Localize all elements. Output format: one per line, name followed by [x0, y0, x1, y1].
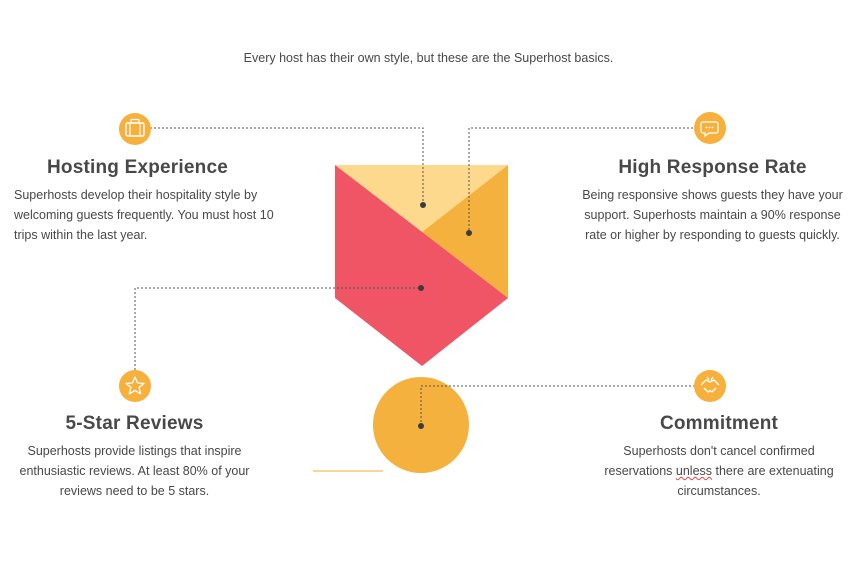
spellcheck-marked-word: unless	[675, 464, 713, 478]
feature-description: Superhosts develop their hospitality sty…	[14, 188, 274, 242]
feature-high-response-rate: High Response Rate Being responsive show…	[575, 157, 850, 245]
suitcase-icon	[119, 113, 151, 145]
feature-5-star-reviews: 5-Star Reviews Superhosts provide listin…	[12, 413, 257, 501]
ribbon-orange-segment	[422, 165, 508, 298]
description-part: there are extenuating circumstances.	[677, 464, 834, 498]
star-icon	[119, 370, 151, 402]
feature-commitment: Commitment Superhosts don't cancel confi…	[588, 413, 850, 501]
feature-description: Superhosts don't cancel confirmed reserv…	[588, 441, 850, 501]
connector-response	[468, 127, 697, 233]
ribbon-coral-segment	[335, 165, 508, 366]
feature-title: Commitment	[659, 413, 779, 434]
connector-reviews	[134, 287, 421, 370]
intro-text: Every host has their own style, but thes…	[243, 51, 614, 65]
feature-description: Superhosts provide listings that inspire…	[19, 444, 250, 498]
chat-bubble-icon	[694, 112, 726, 144]
feature-title: 5-Star Reviews	[65, 413, 204, 434]
connector-dot-reviews	[418, 285, 424, 291]
description-part: Superhosts don't cancel confirmed reserv…	[604, 444, 815, 478]
ribbon-light-segment	[335, 165, 508, 232]
feature-description: Being responsive shows guests they have …	[582, 188, 843, 242]
connector-dot-hosting	[420, 202, 426, 208]
badge-ribbon	[335, 165, 508, 366]
connector-commitment	[420, 385, 695, 426]
feature-title: High Response Rate	[618, 157, 807, 178]
feature-title: Hosting Experience	[47, 157, 228, 178]
connector-dot-commitment	[418, 423, 424, 429]
connector-hosting	[150, 127, 424, 205]
connector-dot-response	[466, 230, 472, 236]
feature-hosting-experience: Hosting Experience Superhosts develop th…	[14, 157, 284, 245]
handshake-icon	[694, 370, 726, 402]
